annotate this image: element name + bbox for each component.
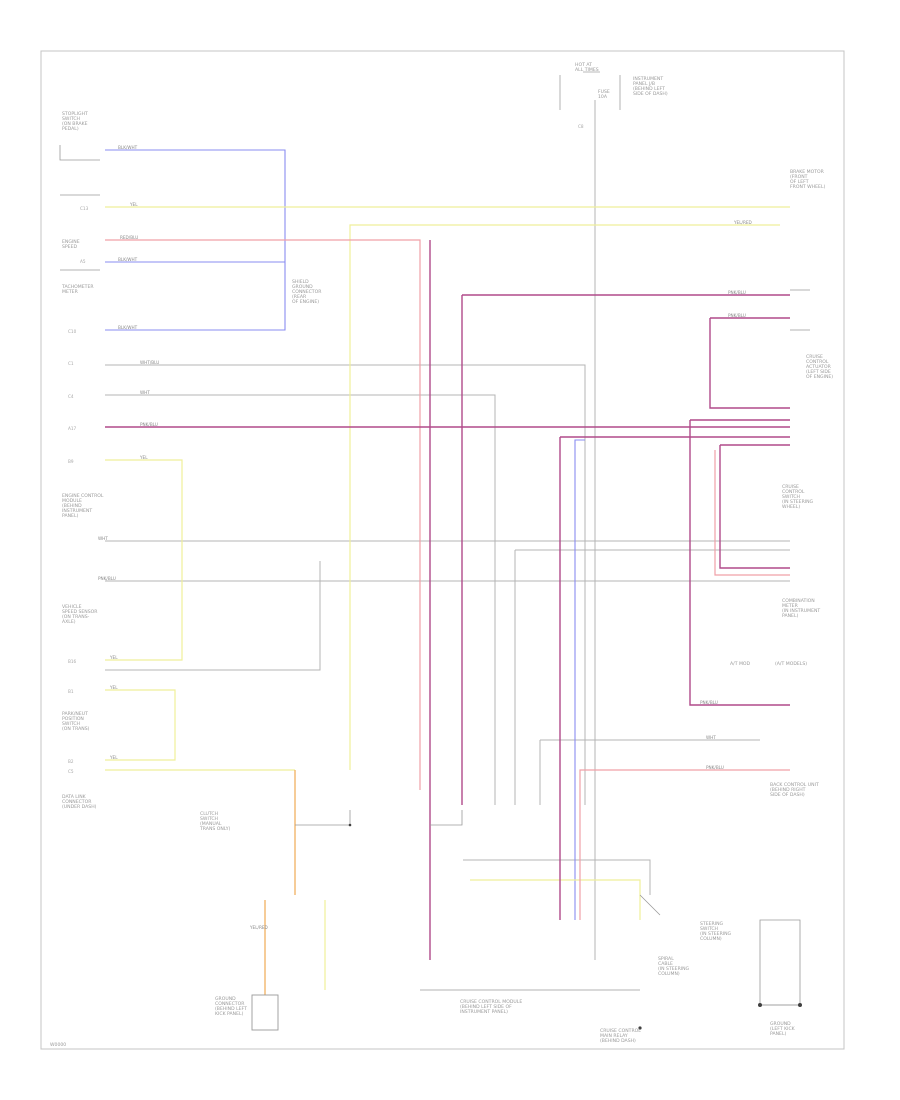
wire-label: WHT [140,390,150,395]
wire-label: RED/BLU [120,235,138,240]
yellow-wires [105,206,790,990]
ecm-wire-2 [105,394,496,805]
magenta-wires [105,240,790,960]
blue-wire-3 [574,439,585,920]
label-cruise-module: CRUISE CONTROL MODULE(BEHIND LEFT SIDE O… [460,999,522,1015]
wire-label: PNK/BLU [728,290,746,295]
pin-label: A17 [68,426,77,431]
pin-label: B1 [68,689,74,694]
orange-wires [264,770,296,995]
label-bottom-right: A/T MOD(A/T MODELS) [730,661,807,667]
pink-wire-1 [105,239,421,790]
ecm-whitewire [105,364,586,805]
pink-wire-3 [579,769,790,920]
top-left-component [59,145,100,161]
ground-dots [348,823,802,1030]
wire-label: YEL/RED [733,220,752,225]
pin-label: C4 [68,394,74,399]
bottom-box-wire [463,859,651,895]
diagram-code: W0000 [50,1042,66,1048]
yellow-wire-bottom [470,879,641,920]
wire-color-labels: BLK/WHT YEL RED/BLU BLK/WHT BLK/WHT WHT/… [98,145,752,930]
yellow-wire-ecm [105,459,183,661]
connector-pin-labels: C13 A5 C10 C1 C4 A17 B9 B16 B1 B2 C5 C8 [68,124,584,774]
control-module [251,994,279,1031]
pin-label: C13 [80,206,89,211]
wire-label: BLK/WHT [118,257,138,262]
yellow-wire-cruise [349,224,780,770]
wire-label: PNK/BLU [706,765,724,770]
pin-label: B16 [68,659,77,664]
wire-label: YEL [109,655,118,660]
pin-label: A5 [80,259,86,264]
wire-label: YEL [139,455,148,460]
hot-feed-symbol [559,71,621,110]
tach-component [60,194,100,271]
wire-label: YEL [129,202,138,207]
wire-label: YEL [109,755,118,760]
gray-wires [105,100,790,960]
diagram-frame [40,50,845,1050]
pin-label: C8 [578,124,584,129]
component-outlines [59,145,810,1031]
wire-label: PNK/BLU [700,700,718,705]
clutch-switch [639,894,661,916]
wire-label: WHT/BLU [140,360,159,365]
magenta-wire-8 [689,420,790,706]
wire-label: WHT [706,735,716,740]
pink-wire-2 [714,450,790,576]
pin-label: C10 [68,329,77,334]
pin-label: C1 [68,361,74,366]
control-switch-box [430,810,463,826]
wire-label: YEL/RED [249,925,268,930]
wire-label: PNK/BLU [140,422,158,427]
pin-label: C5 [68,769,74,774]
pin-label: B2 [68,759,74,764]
wire-label: BLK/WHT [118,145,138,150]
wire-label: PNK/BLU [98,576,116,581]
wire-label: WHT [98,536,108,541]
pin-label: B9 [68,459,74,464]
sensor-wire-3 [105,561,321,671]
wire-label: PNK/BLU [728,313,746,318]
wire-label: BLK/WHT [118,325,138,330]
magenta-wire-10 [719,445,790,569]
blue-wires [105,149,585,920]
magenta-wire-12 [709,318,790,409]
cruise-bottom-box [295,810,351,826]
yellow-wire-2 [105,689,176,761]
pink-wires [105,239,790,920]
wire-label: YEL [109,685,118,690]
right-switch-box [759,919,801,1006]
